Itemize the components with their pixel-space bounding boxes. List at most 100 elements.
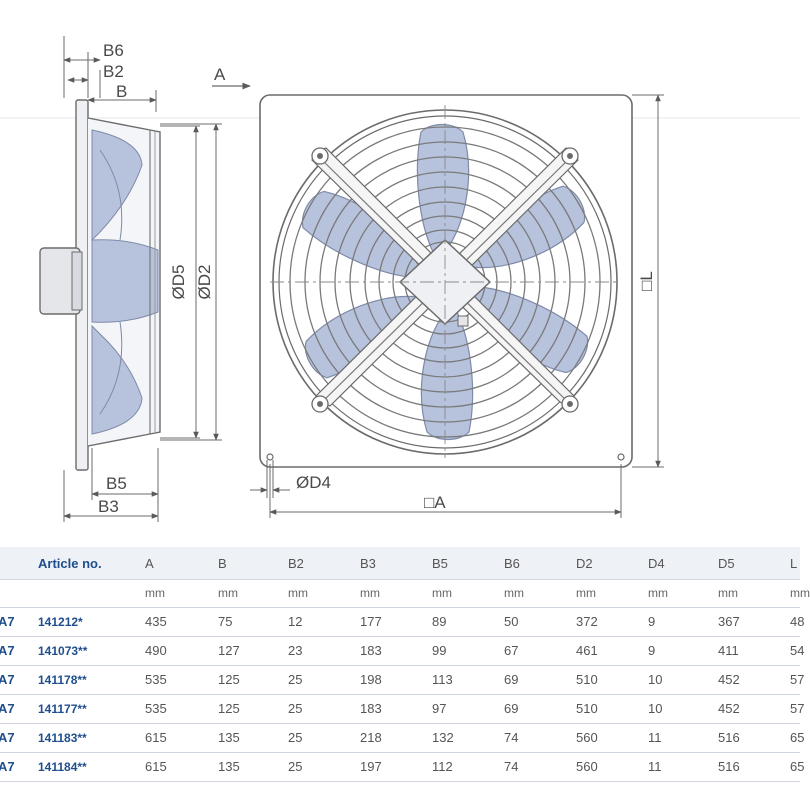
value-cell: 69 [504, 701, 519, 716]
value-cell: 510 [576, 672, 598, 687]
label-b5: B5 [106, 474, 127, 493]
article-number-cell: 141178** [38, 672, 87, 687]
value-cell: 57 [790, 701, 805, 716]
value-cell: 11 [648, 759, 662, 774]
view-arrow-label: A [214, 65, 226, 84]
value-cell: 218 [360, 730, 382, 745]
unit-cell: mm [360, 586, 380, 600]
value-cell: 183 [360, 643, 382, 658]
header-col-a: A [145, 555, 154, 571]
value-cell: 135 [218, 759, 240, 774]
value-cell: 67 [504, 643, 519, 658]
unit-cell: mm [432, 586, 452, 600]
label-d4: ØD4 [296, 473, 331, 492]
value-cell: 177 [360, 614, 382, 629]
unit-cell: mm [718, 586, 738, 600]
value-cell: 125 [218, 672, 240, 687]
header-col-article: Article no. [38, 555, 102, 571]
unit-cell: mm [576, 586, 596, 600]
model-cell: A7 [0, 730, 15, 745]
unit-cell: mm [648, 586, 668, 600]
value-cell: 367 [718, 614, 740, 629]
value-cell: 127 [218, 643, 240, 658]
value-cell: 99 [432, 643, 447, 658]
value-cell: 560 [576, 759, 598, 774]
front-view: A [212, 65, 664, 518]
unit-cell: mm [504, 586, 524, 600]
article-number-cell: 141212* [38, 614, 83, 629]
label-a: □A [424, 493, 446, 512]
unit-cell: mm [145, 586, 165, 600]
model-cell: A7 [0, 672, 15, 687]
value-cell: 75 [218, 614, 233, 629]
value-cell: 25 [288, 730, 303, 745]
front-blades [301, 123, 589, 441]
header-col-b6: B6 [504, 555, 520, 571]
value-cell: 48 [790, 614, 805, 629]
header-col-b: B [218, 555, 227, 571]
value-cell: 516 [718, 730, 740, 745]
value-cell: 69 [504, 672, 519, 687]
model-cell: A7 [0, 759, 15, 774]
value-cell: 461 [576, 643, 598, 658]
value-cell: 54 [790, 643, 805, 658]
model-cell: A7 [0, 643, 15, 658]
value-cell: 535 [145, 701, 167, 716]
value-cell: 57 [790, 672, 805, 687]
model-cell: A7 [0, 701, 15, 716]
value-cell: 510 [576, 701, 598, 716]
model-cell: A7 [0, 614, 15, 629]
value-cell: 135 [218, 730, 240, 745]
value-cell: 65 [790, 759, 805, 774]
value-cell: 50 [504, 614, 519, 629]
label-b: B [116, 82, 127, 101]
value-cell: 452 [718, 701, 740, 716]
value-cell: 23 [288, 643, 303, 658]
value-cell: 25 [288, 759, 303, 774]
unit-cell: mm [790, 586, 810, 600]
label-b6: B6 [103, 41, 124, 60]
label-d2: ØD2 [195, 265, 214, 300]
value-cell: 65 [790, 730, 805, 745]
header-col-d2: D2 [576, 555, 593, 571]
side-view: B6 B2 B B5 B3 ØD5 ØD2 [39, 36, 222, 522]
value-cell: 516 [718, 759, 740, 774]
value-cell: 112 [432, 759, 453, 774]
label-l: □L [637, 271, 656, 291]
article-number-cell: 141177** [38, 701, 87, 716]
value-cell: 10 [648, 701, 663, 716]
value-cell: 74 [504, 730, 519, 745]
header-col-b2: B2 [288, 555, 304, 571]
unit-cell: mm [218, 586, 238, 600]
value-cell: 535 [145, 672, 167, 687]
header-col-b3: B3 [360, 555, 376, 571]
mounting-hole [266, 453, 274, 461]
label-b3: B3 [98, 497, 119, 516]
header-col-d4: D4 [648, 555, 665, 571]
value-cell: 197 [360, 759, 382, 774]
value-cell: 183 [360, 701, 382, 716]
value-cell: 11 [648, 730, 662, 745]
article-number-cell: 141073** [38, 643, 88, 658]
value-cell: 25 [288, 701, 303, 716]
mounting-hole [617, 453, 625, 461]
value-cell: 132 [432, 730, 454, 745]
value-cell: 411 [718, 643, 739, 658]
value-cell: 89 [432, 614, 447, 629]
value-cell: 12 [288, 614, 303, 629]
value-cell: 435 [145, 614, 167, 629]
value-cell: 452 [718, 672, 740, 687]
header-col-d5: D5 [718, 555, 735, 571]
header-col-b5: B5 [432, 555, 448, 571]
label-b2: B2 [103, 62, 124, 81]
value-cell: 615 [145, 730, 167, 745]
value-cell: 198 [360, 672, 382, 687]
value-cell: 97 [432, 701, 447, 716]
article-number-cell: 141183** [38, 730, 87, 745]
value-cell: 9 [648, 643, 656, 658]
